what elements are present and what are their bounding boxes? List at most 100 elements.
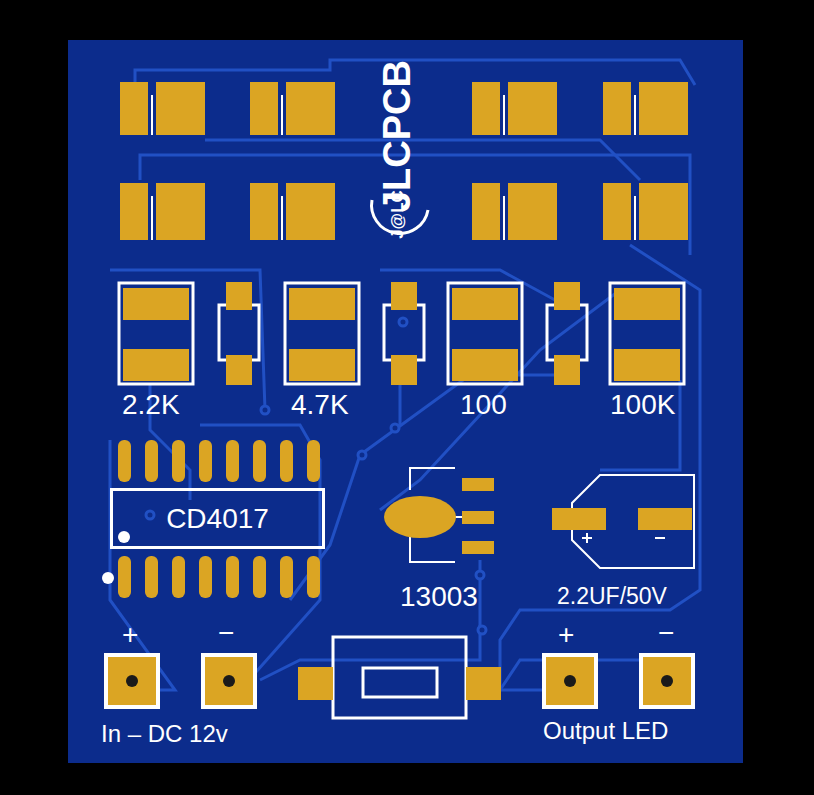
pad-gap — [278, 82, 286, 135]
switch-pad — [466, 667, 501, 700]
polarity-mark: − — [218, 619, 234, 647]
copper-trace — [600, 380, 680, 470]
brand-text: JLCPCB — [378, 60, 416, 212]
capacitor-outline — [655, 537, 665, 539]
brand-logo-text: J@LC — [388, 190, 405, 239]
smd-pad — [472, 82, 557, 135]
resistor-outline — [384, 305, 424, 360]
via — [261, 406, 269, 414]
copper-trace — [360, 375, 555, 455]
ic-pin — [226, 556, 239, 598]
resistor-pad — [226, 282, 252, 310]
silkscreen-line — [281, 95, 283, 135]
silkscreen-line — [634, 95, 636, 135]
connector-pad — [223, 675, 235, 687]
connector-pad — [205, 657, 253, 705]
pin1-dot — [102, 572, 114, 584]
copper-trace — [205, 140, 640, 180]
pad-gap — [500, 82, 508, 135]
silkscreen-line — [151, 95, 153, 135]
via — [146, 511, 154, 519]
silkscreen-line — [151, 196, 153, 240]
capacitor-pad — [552, 508, 692, 530]
ic-pin — [118, 556, 131, 598]
via — [399, 318, 407, 326]
copper-trace — [290, 455, 360, 600]
polarity-mark: − — [658, 619, 674, 647]
pad-gap — [500, 183, 508, 240]
connector-pad — [639, 653, 695, 709]
switch-outline — [333, 637, 466, 718]
smd-pad — [472, 183, 557, 240]
resistor-pad — [614, 288, 680, 320]
resistor-outline — [119, 283, 684, 384]
transistor-outline — [410, 468, 455, 490]
pad-gap — [148, 82, 156, 135]
capacitor-outline — [586, 533, 588, 543]
ic-outline: CD4017 — [110, 488, 325, 549]
transistor-pad — [384, 478, 494, 554]
resistor-pad — [614, 349, 680, 381]
switch-outline — [333, 637, 466, 718]
pad-gap — [631, 82, 639, 135]
pcb-board — [68, 40, 743, 763]
silkscreen-line — [281, 196, 283, 240]
capacitor-pad — [552, 508, 606, 530]
ic-pin — [280, 556, 293, 598]
transistor-outline — [455, 516, 462, 518]
copper-trace — [500, 245, 700, 690]
connector-pad — [108, 657, 156, 705]
via — [146, 318, 486, 634]
copper-trace — [260, 625, 480, 680]
connector-label: In – DC 12v — [101, 722, 228, 746]
part-value: 13003 — [400, 583, 478, 611]
resistor-outline — [285, 283, 359, 384]
ic-pin — [145, 556, 158, 598]
ic-pin — [280, 440, 293, 482]
ic-pin — [118, 440, 131, 482]
copper-trace — [110, 60, 700, 690]
polarity-mark: + — [122, 621, 138, 649]
ic-pin — [226, 440, 239, 482]
part-value: 100K — [610, 391, 675, 419]
pad-gap — [631, 183, 639, 240]
via — [391, 424, 399, 432]
resistor-pad — [289, 349, 355, 381]
smd-pad — [120, 183, 205, 240]
part-value: 100 — [460, 391, 507, 419]
transistor-pad — [462, 511, 494, 524]
copper-trace — [380, 290, 620, 510]
resistor-pad — [226, 355, 252, 385]
silkscreen-line — [503, 196, 505, 240]
ic-pin — [253, 440, 266, 482]
connector-pad — [546, 657, 594, 705]
ic-pin — [145, 440, 158, 482]
smd-pad — [603, 82, 688, 135]
resistor-pad — [452, 349, 518, 381]
resistor-outline — [448, 283, 522, 384]
via — [478, 626, 486, 634]
smd-pad — [250, 183, 335, 240]
resistor-pad — [452, 288, 518, 320]
copper-trace — [399, 385, 402, 425]
connector-pad — [104, 653, 695, 709]
ic-pin — [118, 440, 320, 598]
polarity-mark: + — [558, 621, 574, 649]
pin1-dot — [102, 531, 130, 584]
transistor-pad — [462, 541, 494, 554]
ic-pin — [253, 556, 266, 598]
via — [476, 571, 484, 579]
resistor-pad — [391, 355, 417, 385]
capacitor-pad — [638, 508, 692, 530]
silkscreen-line — [503, 95, 505, 135]
switch-outline — [363, 668, 437, 697]
transistor-pad — [384, 496, 456, 538]
connector-pad — [542, 653, 598, 709]
pin1-dot — [118, 531, 130, 543]
pad-gap — [148, 183, 156, 240]
resistor-pad — [289, 288, 355, 320]
connector-pad — [564, 675, 576, 687]
resistor-pad — [391, 282, 417, 310]
connector-pad — [661, 675, 673, 687]
copper-trace — [200, 425, 320, 690]
